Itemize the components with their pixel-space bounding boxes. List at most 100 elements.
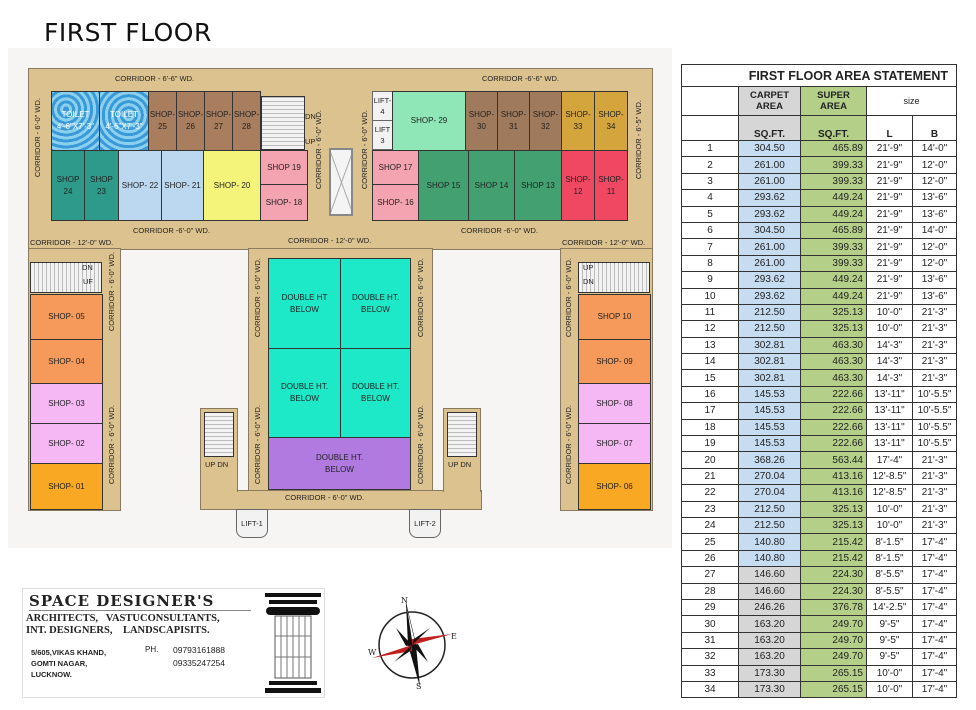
corridor-label: CORRIDOR -6'-6" WD.	[482, 74, 560, 83]
length: 21'-9"	[866, 205, 913, 223]
double-height-void: DOUBLE HT. BELOW	[268, 437, 411, 490]
address-line: LUCKNOW.	[31, 670, 72, 679]
breadth: 10'-5.5"	[912, 402, 957, 420]
carpet-area: 261.00	[738, 254, 801, 273]
shop-26: SHOP- 26	[176, 91, 205, 151]
shop-27: SHOP- 27	[204, 91, 233, 151]
super-area: 325.13	[800, 320, 867, 338]
shop-15: SHOP 15	[418, 150, 469, 221]
shop-number: 1	[681, 139, 739, 158]
shop-29: SHOP- 29	[392, 91, 466, 151]
breadth: 13'-6"	[912, 287, 957, 305]
breadth: 17'-4"	[912, 582, 957, 600]
length: 12'-8.5"	[866, 484, 913, 502]
super-area: 222.66	[800, 385, 867, 404]
super-area: 449.24	[800, 189, 867, 207]
length: 10'-0"	[866, 303, 913, 322]
stair-dn-label: DN	[583, 277, 594, 286]
shop-05: SHOP- 05	[30, 294, 103, 340]
stair-dn-label: DN	[82, 263, 93, 272]
shop-number: 32	[681, 648, 739, 666]
carpet-area: 140.80	[738, 533, 801, 551]
shop-13: SHOP 13	[514, 150, 562, 221]
shop-03: SHOP- 03	[30, 383, 103, 424]
shop-04: SHOP- 04	[30, 339, 103, 384]
length: 21'-9"	[866, 172, 913, 191]
breadth: 17'-4"	[912, 533, 957, 551]
shop-18: SHOP- 18	[260, 184, 308, 221]
toilet: TOILET 4'-6"X7'-3"	[51, 91, 100, 151]
breadth: 21'-3"	[912, 320, 957, 338]
breadth: 21'-3"	[912, 303, 957, 322]
super-area: 465.89	[800, 139, 867, 158]
firm-card: SPACE DESIGNER'S ARCHITECTS, VASTUCONSUL…	[22, 588, 325, 698]
breadth: 10'-5.5"	[912, 435, 957, 453]
double-height-void: DOUBLE HT. BELOW	[268, 348, 341, 438]
corridor-label: CORRIDOR - 6'-0" WD.	[33, 98, 42, 178]
carpet-area: 212.50	[738, 500, 801, 518]
corridor-label: CORRIDOR - 6'-0" WD.	[253, 405, 262, 485]
carpet-unit-header: SQ.FT.	[738, 115, 801, 141]
corridor-label: CORRIDOR - 12'-0" WD.	[562, 238, 646, 247]
shop-09: SHOP- 09	[578, 339, 651, 384]
shop-number: 15	[681, 369, 739, 387]
phone-number: 09335247254	[173, 658, 226, 668]
carpet-area: 173.30	[738, 680, 801, 699]
shop-01: SHOP- 01	[30, 463, 103, 510]
corridor-label: CORRIDOR - 6'-0" WD.	[107, 405, 116, 485]
shop-number: 17	[681, 402, 739, 420]
super-area: 399.33	[800, 254, 867, 273]
lift-4: LIFT- 4	[372, 91, 393, 121]
breadth: 13'-6"	[912, 189, 957, 207]
double-height-void: DOUBLE HT. BELOW	[340, 348, 411, 438]
carpet-area: 304.50	[738, 139, 801, 158]
staircase	[578, 262, 650, 293]
super-area: 376.78	[800, 598, 867, 617]
carpet-area: 304.50	[738, 221, 801, 240]
length: 13'-11"	[866, 385, 913, 404]
corridor-label: CORRIDOR - 6'-5" WD.	[634, 100, 643, 180]
length: 10'-0"	[866, 500, 913, 518]
breadth: 17'-4"	[912, 648, 957, 666]
super-area: 222.66	[800, 402, 867, 420]
length-header: L	[866, 115, 913, 141]
breadth: 13'-6"	[912, 271, 957, 289]
breadth: 21'-3"	[912, 500, 957, 518]
area-statement-table: FIRST FLOOR AREA STATEMENT CARPET AREA S…	[681, 64, 957, 699]
shop-22: SHOP- 22	[118, 150, 162, 221]
super-area: 325.13	[800, 516, 867, 535]
carpet-area: 163.20	[738, 631, 801, 650]
shop-11: SHOP- 11	[594, 150, 628, 221]
carpet-area: 212.50	[738, 303, 801, 322]
shop-number: 10	[681, 287, 739, 305]
breadth: 21'-3"	[912, 467, 957, 486]
length: 14'-3"	[866, 353, 913, 371]
shop-number: 28	[681, 582, 739, 600]
double-height-void: DOUBLE HT. BELOW	[340, 258, 411, 349]
breadth: 12'-0"	[912, 172, 957, 191]
shop-number: 31	[681, 631, 739, 650]
breadth: 13'-6"	[912, 205, 957, 223]
firm-name: SPACE DESIGNER'S	[29, 592, 251, 611]
corridor-label: CORRIDOR - 6'-0" WD.	[416, 258, 425, 338]
shop-number: 30	[681, 615, 739, 633]
super-area: 413.16	[800, 467, 867, 486]
carpet-area: 246.26	[738, 598, 801, 617]
super-area: 563.44	[800, 451, 867, 469]
length: 8'-5.5"	[866, 566, 913, 584]
breadth: 12'-0"	[912, 238, 957, 256]
shop-number: 8	[681, 254, 739, 273]
carpet-area: 261.00	[738, 172, 801, 191]
breadth: 14'-0"	[912, 221, 957, 240]
carpet-area: 293.62	[738, 205, 801, 223]
super-area: 249.70	[800, 615, 867, 633]
